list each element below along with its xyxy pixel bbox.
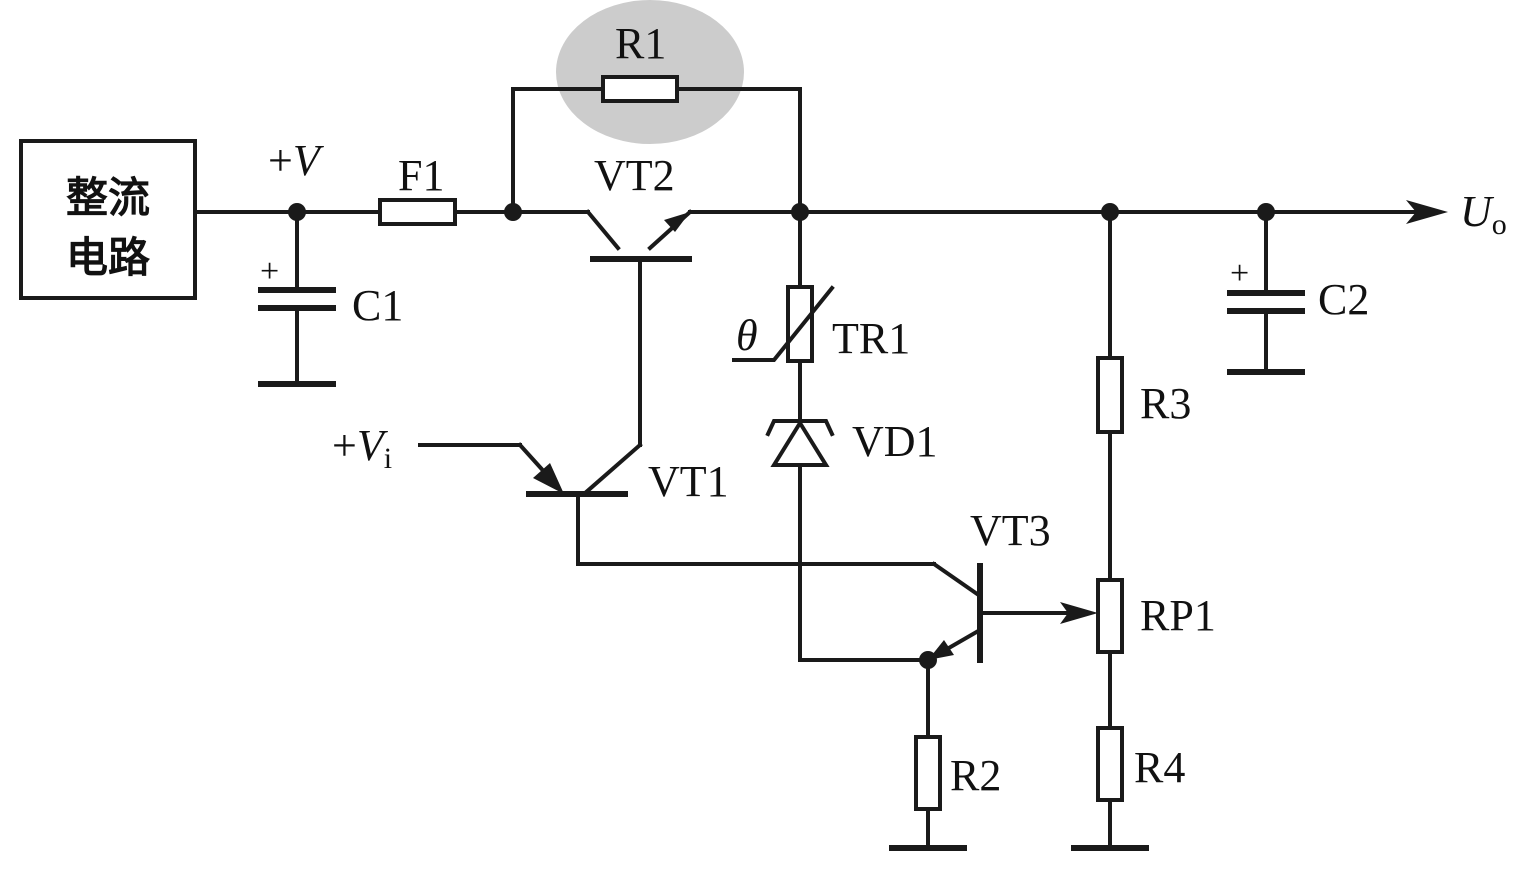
vt3-transistor: VT3 bbox=[925, 506, 1098, 663]
vd1-label: VD1 bbox=[852, 417, 938, 466]
vi-label: +Vi bbox=[332, 421, 392, 475]
c1-label: C1 bbox=[352, 281, 403, 330]
svg-text:+V: +V bbox=[268, 136, 325, 185]
r4-resistor: R4 bbox=[1096, 726, 1185, 802]
rectifier-block: 整流 电路 bbox=[19, 139, 197, 300]
r1-highlight bbox=[556, 0, 744, 144]
output-arrow bbox=[1406, 200, 1448, 224]
vi-input: +Vi bbox=[332, 421, 564, 494]
vt2-label: VT2 bbox=[594, 151, 675, 200]
tr1-thermistor: θ TR1 bbox=[732, 210, 910, 422]
emitter-return: R2 bbox=[798, 658, 1001, 851]
svg-text:Uo: Uo bbox=[1460, 187, 1507, 241]
r3-resistor: R3 bbox=[1096, 356, 1191, 434]
r1-resistor: R1 bbox=[511, 19, 802, 214]
rp1-potentiometer: RP1 bbox=[1096, 578, 1216, 654]
theta-label: θ bbox=[736, 311, 758, 360]
rectifier-label-line1: 整流 bbox=[66, 173, 150, 222]
c2-label: C2 bbox=[1318, 275, 1369, 324]
c1-capacitor: + C1 bbox=[258, 210, 403, 387]
tr1-label: TR1 bbox=[832, 314, 910, 363]
vt1-transistor: VT1 bbox=[526, 442, 936, 566]
r3-label: R3 bbox=[1140, 379, 1191, 428]
f1-label: F1 bbox=[398, 151, 444, 200]
c1-polarity: + bbox=[260, 253, 279, 290]
f1-fuse: F1 bbox=[378, 151, 457, 226]
vt3-label: VT3 bbox=[970, 506, 1051, 555]
vt2-transistor: VT2 bbox=[590, 151, 692, 447]
junction-dots bbox=[288, 203, 1275, 669]
rp1-label: RP1 bbox=[1140, 591, 1216, 640]
rp1-wiper-arrow bbox=[1060, 602, 1098, 624]
r4-label: R4 bbox=[1134, 743, 1185, 792]
uo-label: Uo bbox=[1460, 187, 1507, 241]
c2-capacitor: + C2 bbox=[1227, 210, 1369, 375]
r1-label: R1 bbox=[615, 19, 666, 68]
r2-label: R2 bbox=[950, 751, 1001, 800]
vt1-label: VT1 bbox=[648, 457, 729, 506]
vd1-zener: VD1 bbox=[765, 417, 938, 662]
v-label: +V bbox=[268, 136, 325, 185]
c2-polarity: + bbox=[1230, 255, 1249, 292]
divider-wires bbox=[1071, 210, 1149, 851]
rectifier-label-line2: 电路 bbox=[66, 233, 151, 282]
